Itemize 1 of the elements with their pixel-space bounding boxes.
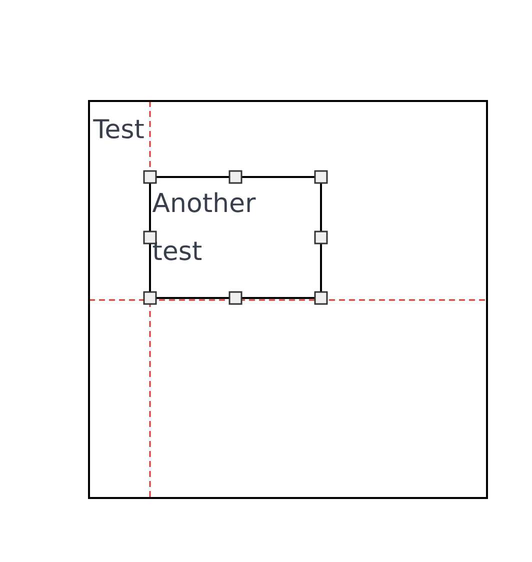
selected-box: Another test bbox=[149, 176, 322, 299]
